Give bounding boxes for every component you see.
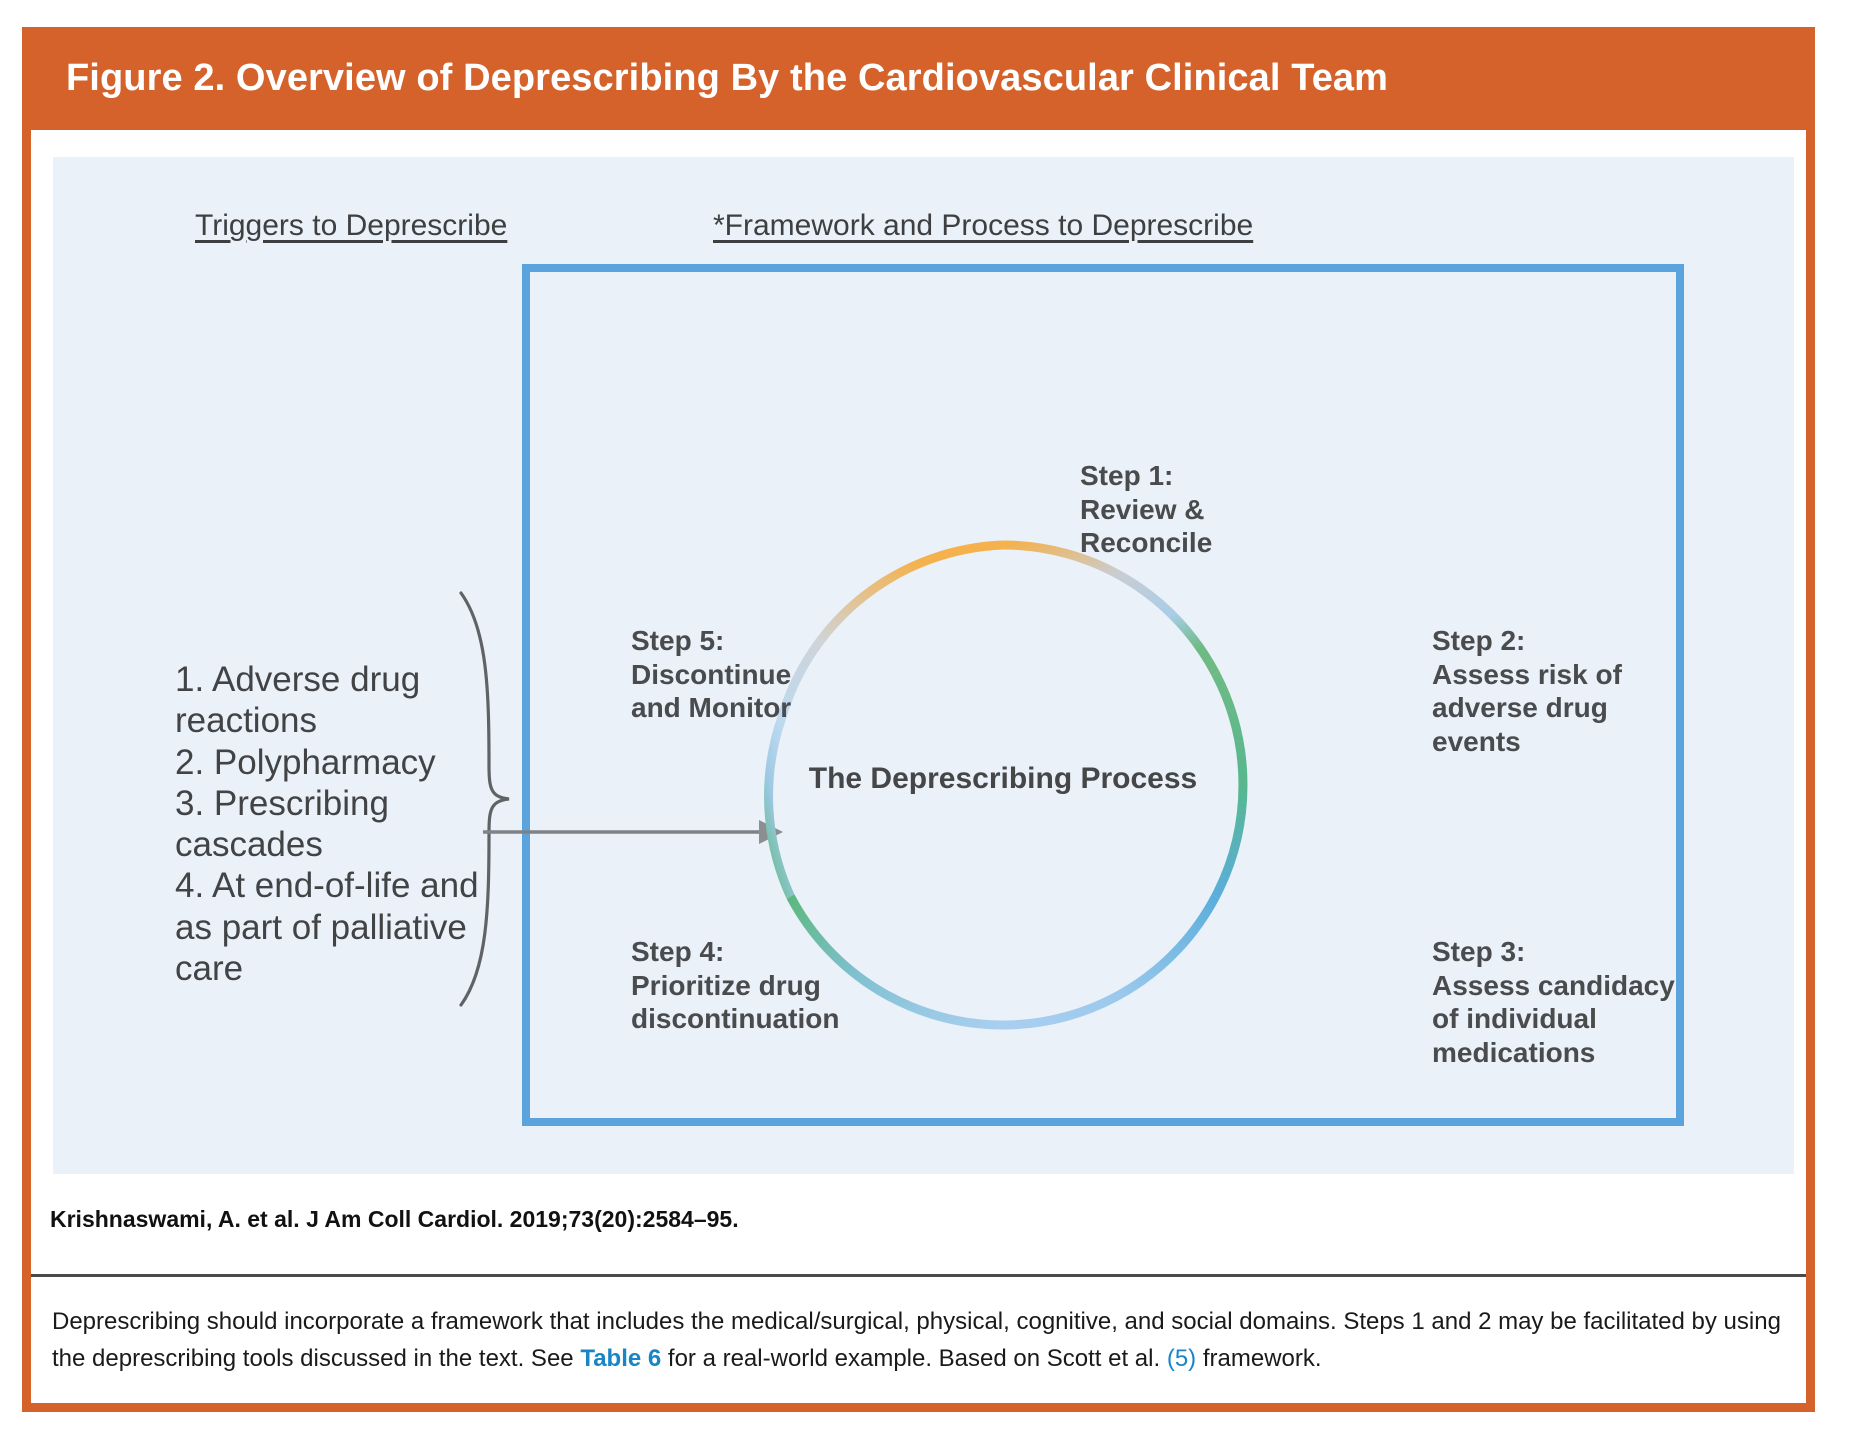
step-5-label: Step 5: Discontinue and Monitor: [631, 625, 792, 724]
step-2-label: Step 2: Assess risk of adverse drug even…: [1432, 625, 1622, 757]
step-1-label: Step 1: Review & Reconcile: [1080, 460, 1213, 559]
triggers-list: 1. Adverse drug reactions 2. Polypharmac…: [175, 660, 479, 989]
reference-5-link[interactable]: (5): [1166, 1345, 1197, 1373]
footnote-paragraph: Deprescribing should incorporate a frame…: [52, 1303, 1789, 1377]
process-center-label: The Deprescribing Process: [808, 762, 1198, 795]
citation-line: Krishnaswami, A. et al. J Am Coll Cardio…: [50, 1206, 739, 1232]
heading-triggers-to-deprescribe: Triggers to Deprescribe: [195, 209, 508, 242]
footnote-part2: for a real-world example. Based on Scott…: [661, 1345, 1167, 1373]
figure-title: Figure 2. Overview of Deprescribing By t…: [66, 57, 1389, 99]
curly-brace-icon: [459, 591, 510, 1007]
deprescribing-process-ring: [764, 540, 1248, 1030]
arrow-to-process-icon: [483, 820, 783, 844]
footnote-divider: [31, 1274, 1806, 1277]
footnote-part1: Deprescribing should incorporate a frame…: [52, 1308, 1781, 1373]
process-box-border: [522, 264, 1684, 1126]
footnote-part3: framework.: [1196, 1345, 1322, 1373]
step-3-label: Step 3: Assess candidacy of individual m…: [1432, 936, 1675, 1068]
heading-framework-and-process: *Framework and Process to Deprescribe: [713, 209, 1254, 242]
diagram-panel: Triggers to Deprescribe *Framework and P…: [53, 157, 1794, 1174]
figure-title-banner: Figure 2. Overview of Deprescribing By t…: [22, 27, 1815, 130]
table-6-link[interactable]: Table 6: [580, 1345, 662, 1373]
step-4-label: Step 4: Prioritize drug discontinuation: [631, 936, 840, 1035]
